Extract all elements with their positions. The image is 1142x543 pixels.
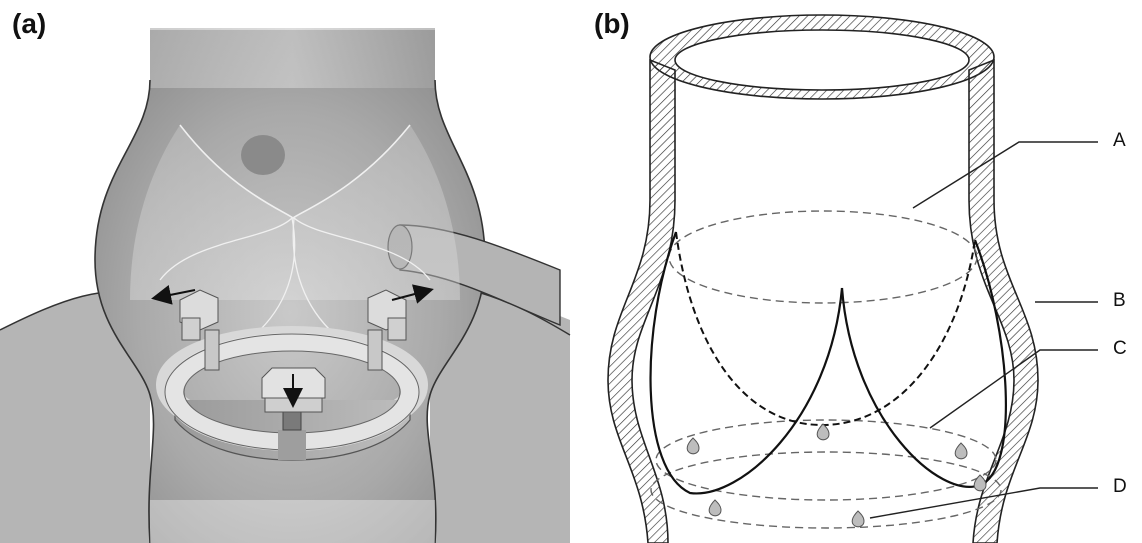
callout-B: B: [1113, 290, 1126, 312]
vessel-wall-right: [969, 60, 1038, 543]
panel-b-diagram: [580, 0, 1142, 543]
leader-A: [913, 142, 1098, 208]
callout-D: D: [1113, 476, 1127, 498]
leaflet-right: [842, 240, 1006, 487]
ring-anchor: [283, 412, 301, 430]
vessel-wall-left: [608, 60, 675, 543]
coronary-ostium: [241, 135, 285, 175]
leaflet-back: [676, 232, 975, 425]
dashed-ellipse-bottom: [651, 452, 1001, 528]
callout-A: A: [1113, 130, 1126, 152]
callout-C: C: [1113, 338, 1127, 360]
droplets: [687, 424, 986, 527]
leaflet-left: [651, 232, 842, 493]
vessel-top-inner: [675, 30, 969, 90]
dashed-ellipse-top: [669, 211, 977, 303]
panel-a-illustration: [0, 0, 580, 543]
